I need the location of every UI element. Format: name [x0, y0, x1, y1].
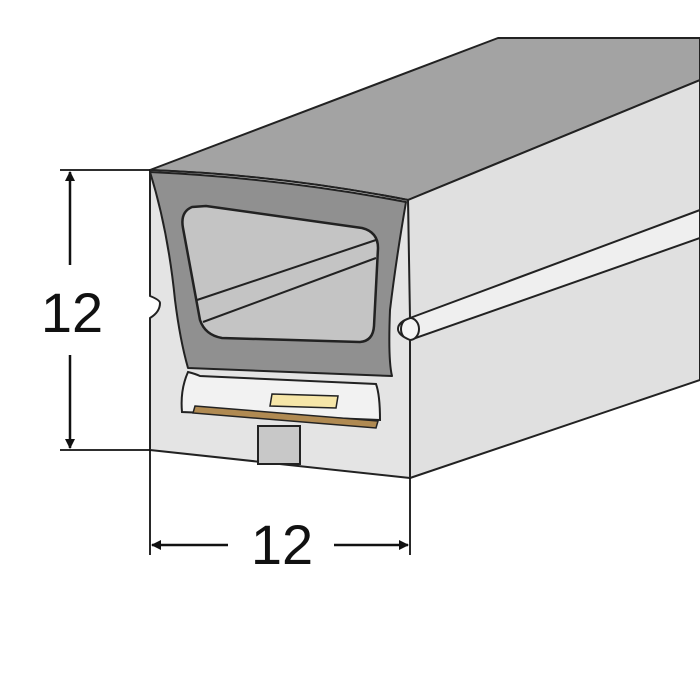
height-dimension-label: 12: [41, 281, 103, 344]
width-dimension-label: 12: [251, 513, 313, 576]
window-reflection-1: [196, 239, 377, 301]
light-window: [181, 204, 380, 344]
led-pcb-strip: [192, 405, 379, 429]
window-reflection-2: [202, 257, 377, 323]
base-slot: [257, 425, 301, 465]
led-chip: [269, 393, 339, 409]
